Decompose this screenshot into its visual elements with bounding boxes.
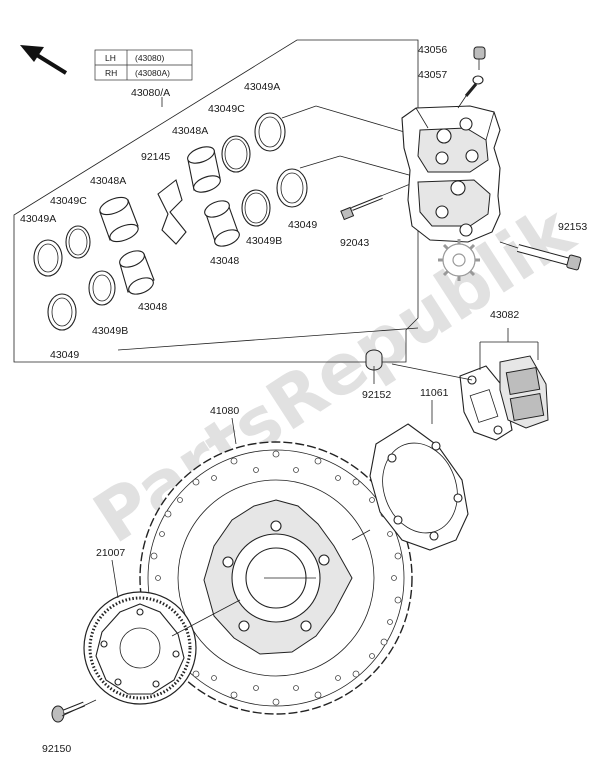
bleeder-cap — [473, 46, 486, 70]
seal-43049-left — [47, 293, 77, 331]
caliper-mounting-bolt — [499, 241, 582, 271]
seal-43049b-mid — [241, 189, 271, 227]
label-43049-low: 43049 — [50, 349, 79, 361]
piston-43048a-left — [99, 196, 139, 243]
seal-43049a-left — [33, 239, 63, 277]
label-43049a-left: 43049A — [20, 213, 56, 225]
label-43049-mid: 43049 — [288, 219, 317, 231]
label-92152: 92152 — [362, 389, 391, 401]
seal-43049c-left — [65, 225, 91, 259]
pad-spring — [157, 179, 187, 245]
label-43049c-left: 43049C — [50, 195, 87, 207]
gear-icon — [438, 239, 480, 281]
label-92145: 92145 — [141, 151, 170, 163]
pad-pin — [340, 195, 383, 221]
disc-gasket — [369, 423, 469, 551]
seal-43049-right — [276, 168, 308, 208]
legend-side-lh: LH — [105, 53, 116, 63]
abs-sensor-rotor — [83, 591, 197, 705]
caliper-assembly-frame — [13, 39, 419, 363]
legend-code-rh: (43080A) — [135, 68, 170, 78]
label-43056: 43056 — [418, 44, 447, 56]
label-43048a-top: 43048A — [172, 125, 208, 137]
label-41080: 41080 — [210, 405, 239, 417]
seal-43049c-top — [221, 135, 251, 173]
label-92043: 92043 — [340, 237, 369, 249]
piston-43048a-top — [187, 146, 221, 193]
label-43080a: 43080/A — [131, 87, 170, 99]
label-43048-low: 43048 — [138, 301, 167, 313]
brake-pad-set — [459, 328, 549, 441]
brake-caliper-body — [401, 105, 501, 243]
label-43049a-top: 43049A — [244, 81, 280, 93]
legend-side-rh: RH — [105, 68, 117, 78]
bleeder-valve — [457, 75, 484, 109]
legend-code-lh: (43080) — [135, 53, 164, 63]
piston-43048-left — [119, 250, 155, 295]
label-92150: 92150 — [42, 743, 71, 755]
label-43049b-mid: 43049B — [246, 235, 282, 247]
label-43049b-low: 43049B — [92, 325, 128, 337]
label-43048-mid: 43048 — [210, 255, 239, 267]
label-43082: 43082 — [490, 309, 519, 321]
dust-cap — [365, 349, 383, 371]
variant-legend: LH (43080) RH (43080A) — [94, 49, 193, 81]
seal-43049a-top — [254, 112, 286, 152]
label-21007: 21007 — [96, 547, 125, 559]
piston-43048-mid — [204, 200, 240, 247]
label-43049c-top: 43049C — [208, 103, 245, 115]
label-92153: 92153 — [558, 221, 587, 233]
label-43057: 43057 — [418, 69, 447, 81]
seal-43049b-left — [88, 270, 116, 306]
label-43048a-left: 43048A — [90, 175, 126, 187]
part-labels: 43080/A 43056 43057 43049A 43049C 43048A… — [20, 44, 587, 755]
label-11061: 11061 — [420, 387, 449, 399]
rotor-screw — [51, 701, 85, 723]
front-arrow-icon — [20, 45, 68, 75]
